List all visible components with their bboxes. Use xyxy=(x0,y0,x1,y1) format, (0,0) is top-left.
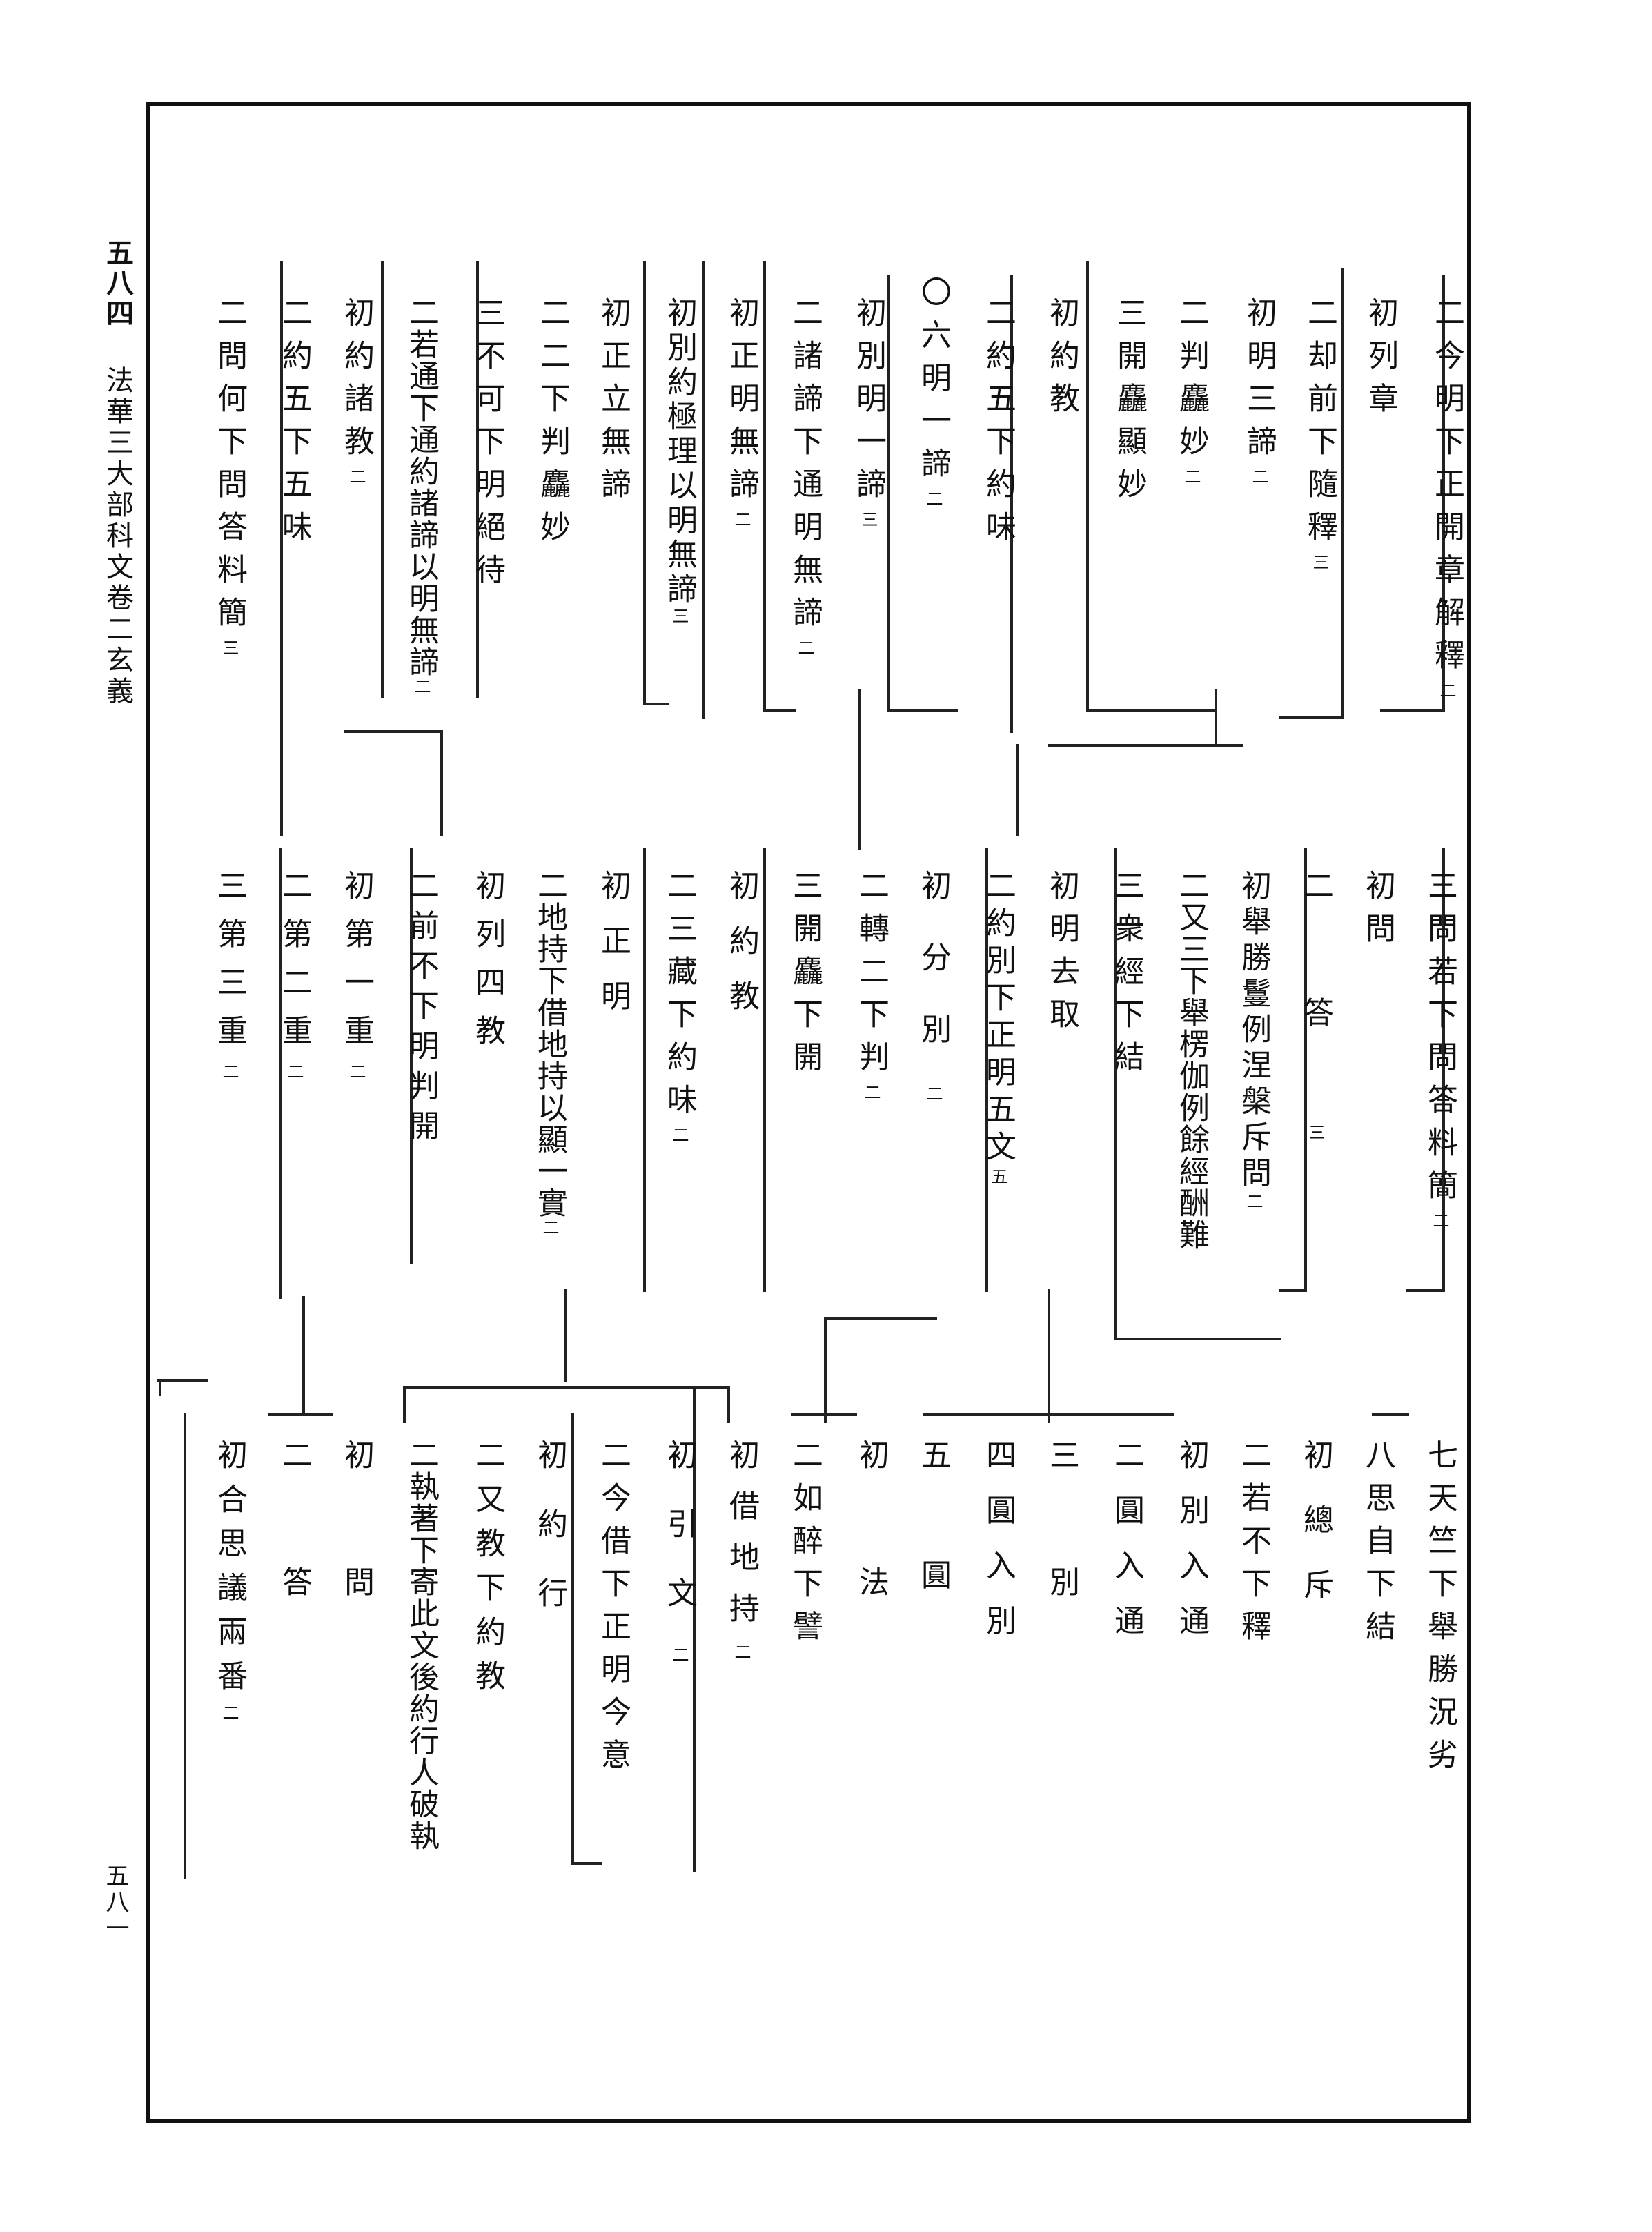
outline-entry: 初別入通 xyxy=(1174,1439,1209,1660)
outline-entry: 二諸諦下通明無諦二 xyxy=(787,297,823,656)
outline-entry: 二答三 xyxy=(1298,870,1333,1140)
outline-entry: 二又三下舉楞伽例餘經酬難 xyxy=(1174,870,1209,1251)
outline-entry: 八思自下結 xyxy=(1360,1439,1395,1653)
outline-entry: 五圓 xyxy=(916,1439,951,1679)
page-frame xyxy=(146,102,1471,2123)
outline-entry: 初約教 xyxy=(1044,297,1079,425)
outline-entry: 初舉勝鬘例涅槃斥問二 xyxy=(1236,870,1271,1209)
outline-entry: 初約諸教二 xyxy=(339,297,374,484)
outline-entry: 二判麤妙二 xyxy=(1174,297,1209,484)
outline-entry: 二二下判麤妙 xyxy=(535,297,570,554)
outline-entry: 初引文二 xyxy=(662,1439,697,1663)
outline-entry: 二約五下五味 xyxy=(277,297,312,554)
outline-entry: 初約教 xyxy=(724,870,759,1035)
outline-entry: 初總斥 xyxy=(1298,1439,1333,1634)
outline-entry: 二轉二下判二 xyxy=(854,870,889,1100)
outline-entry: 二約別下正明五文五 xyxy=(981,870,1016,1184)
outline-entry: 四圓入別 xyxy=(981,1439,1016,1660)
outline-entry: 初明去取 xyxy=(1044,870,1079,1041)
outline-entry: 初借地持二 xyxy=(724,1439,759,1660)
outline-entry: 三第三重二 xyxy=(212,870,247,1079)
outline-entry: 初別明一諦三 xyxy=(851,297,886,527)
outline-entry: 初正立無諦 xyxy=(596,297,631,511)
outline-entry: 二又教下約教 xyxy=(470,1439,505,1704)
outline-entry: 二今明下正開章解釋二 xyxy=(1429,297,1464,698)
outline-entry: 初列四教 xyxy=(470,870,505,1063)
outline-entry: 初問 xyxy=(1360,870,1395,955)
outline-entry: 二圓入通 xyxy=(1109,1439,1144,1660)
outline-entry: 二答 xyxy=(277,1439,312,1693)
page-number: 五八四 xyxy=(101,238,134,329)
outline-entry: 初列章 xyxy=(1363,297,1398,425)
outline-entry: 二今借下正明今意 xyxy=(596,1439,631,1781)
outline-entry: 三開麤下開 xyxy=(787,870,823,1084)
outline-entry: 初明三諦二 xyxy=(1241,297,1277,484)
outline-entry: 初分別二 xyxy=(916,870,951,1102)
running-title: 法華三大部科文卷二玄義 xyxy=(101,366,133,707)
outline-entry: 初法 xyxy=(854,1439,889,1693)
outline-entry: 初正明 xyxy=(596,870,631,1035)
outline-entry: 〇六明一諦二 xyxy=(916,276,951,507)
outline-entry: 二若不下釋 xyxy=(1236,1439,1271,1653)
outline-entry: 二第二重二 xyxy=(277,870,312,1079)
outline-entry: 二却前下隨釋三 xyxy=(1302,297,1337,570)
outline-entry: 初第一重二 xyxy=(339,870,374,1079)
outline-entry: 三衆經下結 xyxy=(1109,870,1144,1084)
outline-entry: 二若通下通約諸諦以明無諦二 xyxy=(404,297,439,694)
outline-entry: 三開麤顯妙 xyxy=(1112,297,1147,511)
outline-entry: 二問何下問答料簡三 xyxy=(212,297,247,656)
outline-entry: 初問 xyxy=(339,1439,374,1693)
outline-entry: 三問若下問答料簡二 xyxy=(1422,870,1457,1228)
outline-entry: 初別約極理以明無諦三 xyxy=(662,297,697,624)
outline-entry: 初約行 xyxy=(532,1439,567,1646)
outline-entry: 三別 xyxy=(1044,1439,1079,1693)
folio-number: 五八一 xyxy=(101,1863,129,1942)
outline-entry: 七天竺下舉勝況劣 xyxy=(1422,1439,1457,1781)
outline-entry: 二前不下明判開 xyxy=(404,870,439,1150)
outline-entry: 初正明無諦二 xyxy=(724,297,759,527)
outline-entry: 初合思議兩番二 xyxy=(212,1439,247,1721)
outline-entry: 二三藏下約味二 xyxy=(662,870,697,1143)
outline-entry: 二地持下借地持以顯一實二 xyxy=(532,870,567,1235)
outline-entry: 三不可下明絕待 xyxy=(470,297,505,596)
outline-entry: 二執著下寄此文後約行人破執 xyxy=(404,1439,439,1852)
outline-entry: 二約五下約味 xyxy=(981,297,1016,554)
outline-entry: 二如醉下譬 xyxy=(787,1439,823,1653)
